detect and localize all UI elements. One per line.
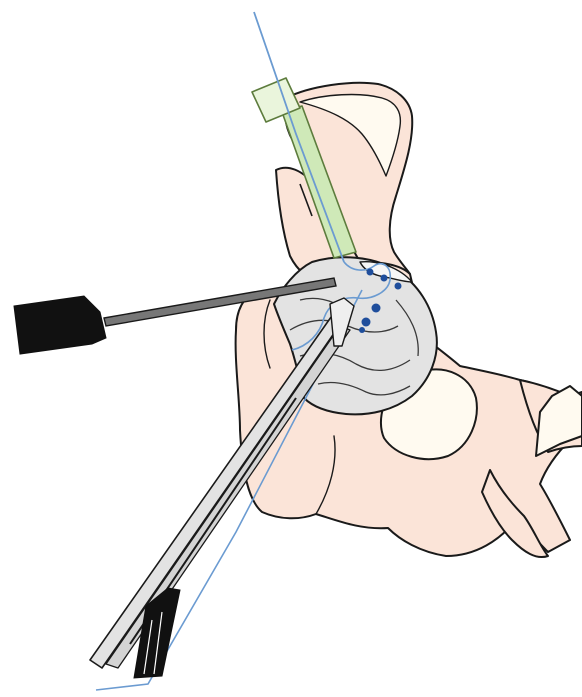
suture-anchor (362, 318, 371, 327)
probe-handle (14, 296, 106, 354)
suture-anchor (381, 275, 388, 282)
suture-anchor (395, 283, 402, 290)
suture-anchor (372, 304, 381, 313)
suture-anchor (367, 269, 374, 276)
suture-anchor (359, 327, 365, 333)
